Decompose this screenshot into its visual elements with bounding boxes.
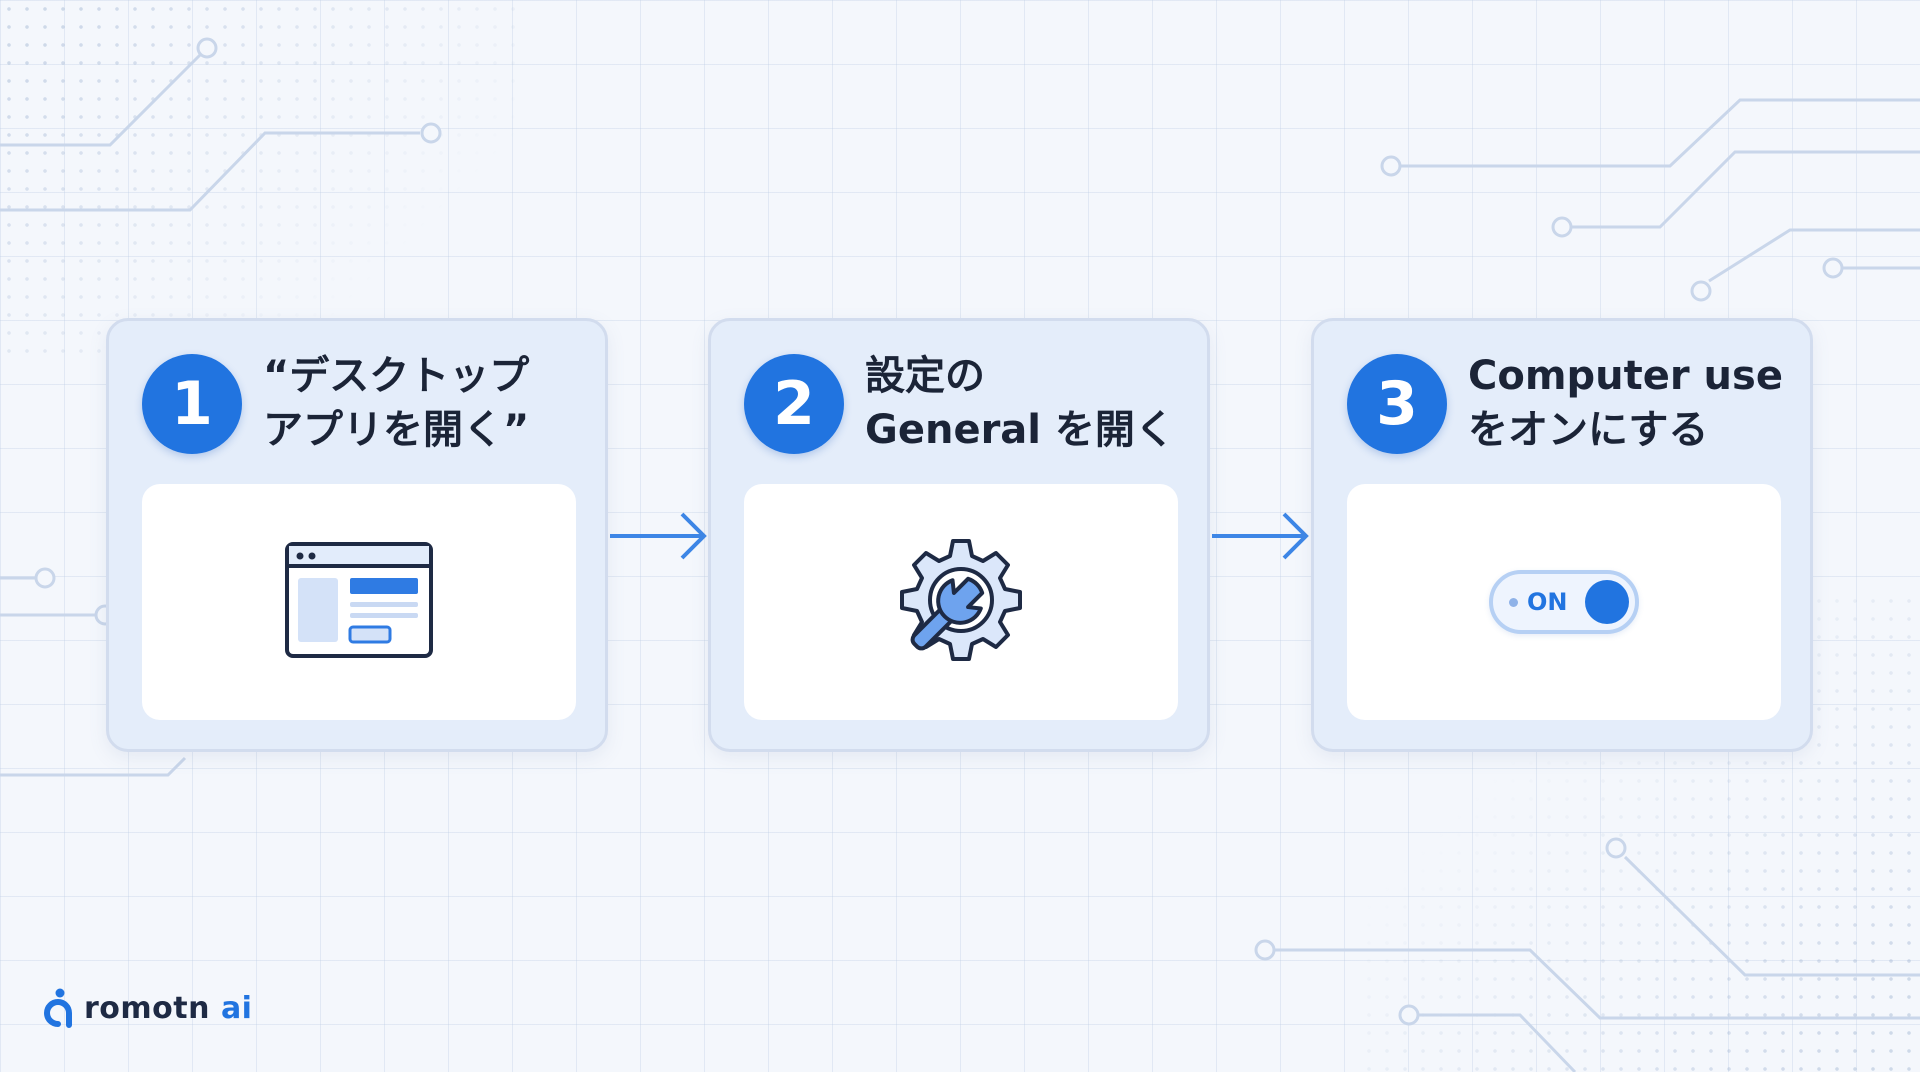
- step-illustration-panel: [744, 484, 1178, 720]
- step-number-badge: 1: [142, 354, 242, 454]
- step-illustration-panel: [142, 484, 576, 720]
- step-title-line1: “デスクトップ: [263, 353, 530, 399]
- toggle-knob: [1585, 580, 1629, 624]
- step-title: 設定の General を開く: [865, 349, 1175, 457]
- step-card-1: 1 “デスクトップ アプリを開く”: [106, 318, 608, 752]
- step-title-line1: 設定の: [865, 353, 985, 399]
- step-title: Computer use をオンにする: [1468, 349, 1783, 457]
- step-illustration-panel: ON: [1347, 484, 1781, 720]
- brand-logo-text: romotn ai: [84, 991, 252, 1026]
- step-title-line2: General を開く: [865, 407, 1175, 453]
- toggle-label: ON: [1527, 588, 1568, 616]
- step-title-line2: をオンにする: [1468, 407, 1709, 453]
- step-card-2: 2 設定の General を開く: [708, 318, 1210, 752]
- brand-logo: romotn ai: [40, 984, 252, 1032]
- step-title: “デスクトップ アプリを開く”: [263, 349, 529, 457]
- step-number-badge: 2: [744, 354, 844, 454]
- step-title-line1: Computer use: [1468, 353, 1783, 399]
- brand-suffix: ai: [220, 990, 253, 1026]
- brand-logo-icon: [44, 988, 72, 1028]
- step-card-3: 3 Computer use をオンにする ON: [1311, 318, 1813, 752]
- brand-name: romotn: [84, 990, 210, 1026]
- toggle-indicator-dot: [1509, 598, 1518, 607]
- background-dots-top-left: [0, 0, 520, 360]
- gear-wrench-icon: [891, 530, 1031, 674]
- app-window-icon: [284, 541, 434, 663]
- step-title-line2: アプリを開く”: [263, 407, 530, 453]
- step-number-badge: 3: [1347, 354, 1447, 454]
- toggle-switch-icon: ON: [1489, 570, 1639, 634]
- arrow-right-icon: [1212, 512, 1309, 560]
- arrow-right-icon: [610, 512, 707, 560]
